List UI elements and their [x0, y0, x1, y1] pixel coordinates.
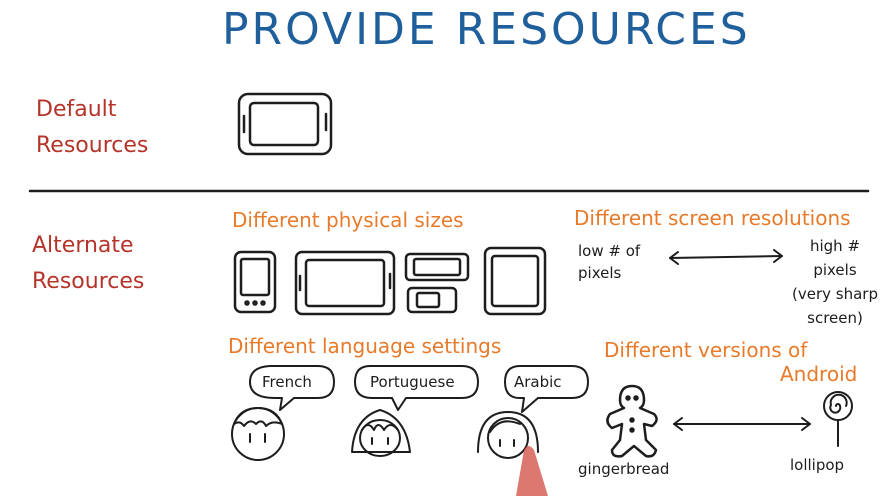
phone-device-icon: [233, 250, 277, 314]
language-settings-heading: Different language settings: [228, 334, 502, 358]
physical-sizes-heading: Different physical sizes: [232, 208, 464, 232]
android-versions-heading: Different versions of: [604, 338, 808, 362]
french-label: French: [262, 373, 312, 391]
large-tablet-device-icon: [294, 250, 396, 316]
screen-resolutions-heading: Different screen resolutions: [574, 206, 851, 230]
portuguese-person-icon: [351, 409, 411, 457]
french-person-icon: [231, 407, 285, 461]
gingerbread-label: gingerbread: [578, 460, 670, 478]
french-speech-bubble: [249, 365, 335, 411]
android-versions-heading-line2: Android: [780, 362, 858, 386]
small-phone-device-icon: [406, 286, 458, 314]
portuguese-label: Portuguese: [370, 373, 455, 391]
resolution-arrow: [669, 249, 783, 265]
arabic-person-icon: [477, 411, 539, 459]
gingerbread-icon: [606, 384, 658, 458]
landscape-phone-device-icon: [404, 252, 470, 282]
lollipop-icon: [823, 391, 853, 447]
portrait-tablet-device-icon: [483, 246, 547, 316]
lollipop-label: lollipop: [790, 456, 845, 474]
version-arrow: [673, 417, 811, 431]
page-title: PROVIDE RESOURCES: [222, 4, 751, 55]
portuguese-speech-bubble: [354, 365, 479, 411]
arabic-label: Arabic: [514, 373, 562, 391]
pen-tip-icon: [516, 446, 548, 496]
arabic-speech-bubble: [504, 365, 589, 413]
default-tablet-icon: [237, 92, 333, 156]
